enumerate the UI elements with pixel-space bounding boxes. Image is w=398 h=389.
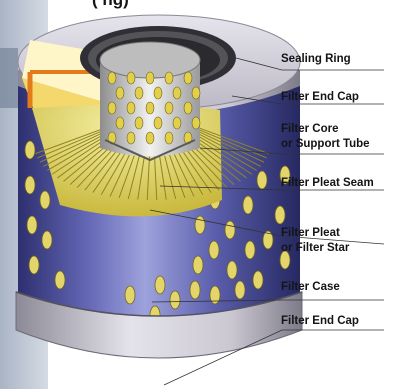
core-hole — [192, 117, 200, 129]
core-hole — [146, 102, 154, 114]
case-hole — [190, 281, 200, 299]
case-hole — [170, 291, 180, 309]
case-hole — [25, 176, 35, 194]
case-hole — [209, 241, 219, 259]
label-filter-end-cap-bottom: Filter End Cap — [281, 314, 359, 329]
label-filter-end-cap-top: Filter End Cap — [281, 90, 359, 105]
label-line: Filter End Cap — [281, 91, 359, 103]
label-line: Filter Case — [281, 281, 340, 293]
case-hole — [195, 216, 205, 234]
label-filter-pleat: Filter Pleat or Filter Star — [281, 226, 349, 256]
label-filter-core: Filter Core or Support Tube — [281, 122, 370, 152]
case-hole — [25, 141, 35, 159]
core-hole — [173, 117, 181, 129]
case-hole — [243, 196, 253, 214]
core-hole — [154, 87, 162, 99]
core-hole — [173, 87, 181, 99]
case-hole — [245, 241, 255, 259]
core-hole — [146, 72, 154, 84]
case-hole — [257, 171, 267, 189]
core-hole — [127, 72, 135, 84]
page-title-partial: ( ng) — [92, 0, 129, 10]
core-hole — [146, 132, 154, 144]
core-hole — [154, 117, 162, 129]
core-hole — [135, 117, 143, 129]
core-hole — [116, 117, 124, 129]
label-line: Filter End Cap — [281, 315, 359, 327]
core-hole — [108, 102, 116, 114]
core-hole — [108, 72, 116, 84]
core-hole — [135, 87, 143, 99]
label-line: Filter Core — [281, 123, 339, 135]
core-hole — [127, 132, 135, 144]
core-hole — [184, 102, 192, 114]
case-hole — [253, 271, 263, 289]
label-line: or Filter Star — [281, 242, 349, 254]
case-hole — [227, 261, 237, 279]
case-hole — [225, 221, 235, 239]
label-line: or Support Tube — [281, 138, 370, 150]
core-hole — [192, 87, 200, 99]
core-hole — [165, 72, 173, 84]
core-hole — [184, 72, 192, 84]
case-hole — [155, 276, 165, 294]
case-hole — [235, 281, 245, 299]
case-hole — [29, 256, 39, 274]
label-filter-pleat-seam: Filter Pleat Seam — [281, 176, 374, 191]
case-hole — [193, 256, 203, 274]
case-hole — [42, 231, 52, 249]
label-line: Filter Pleat Seam — [281, 177, 374, 189]
label-sealing-ring: Sealing Ring — [281, 52, 351, 67]
case-hole — [40, 191, 50, 209]
label-line: Filter Pleat — [281, 227, 340, 239]
label-filter-case: Filter Case — [281, 280, 340, 295]
core-hole — [165, 132, 173, 144]
label-line: Sealing Ring — [281, 53, 351, 65]
case-hole — [27, 216, 37, 234]
case-hole — [55, 271, 65, 289]
case-hole — [125, 286, 135, 304]
core-hole — [165, 102, 173, 114]
case-hole — [275, 206, 285, 224]
filter-core-tube — [100, 42, 200, 160]
core-hole — [116, 87, 124, 99]
core-hole — [127, 102, 135, 114]
